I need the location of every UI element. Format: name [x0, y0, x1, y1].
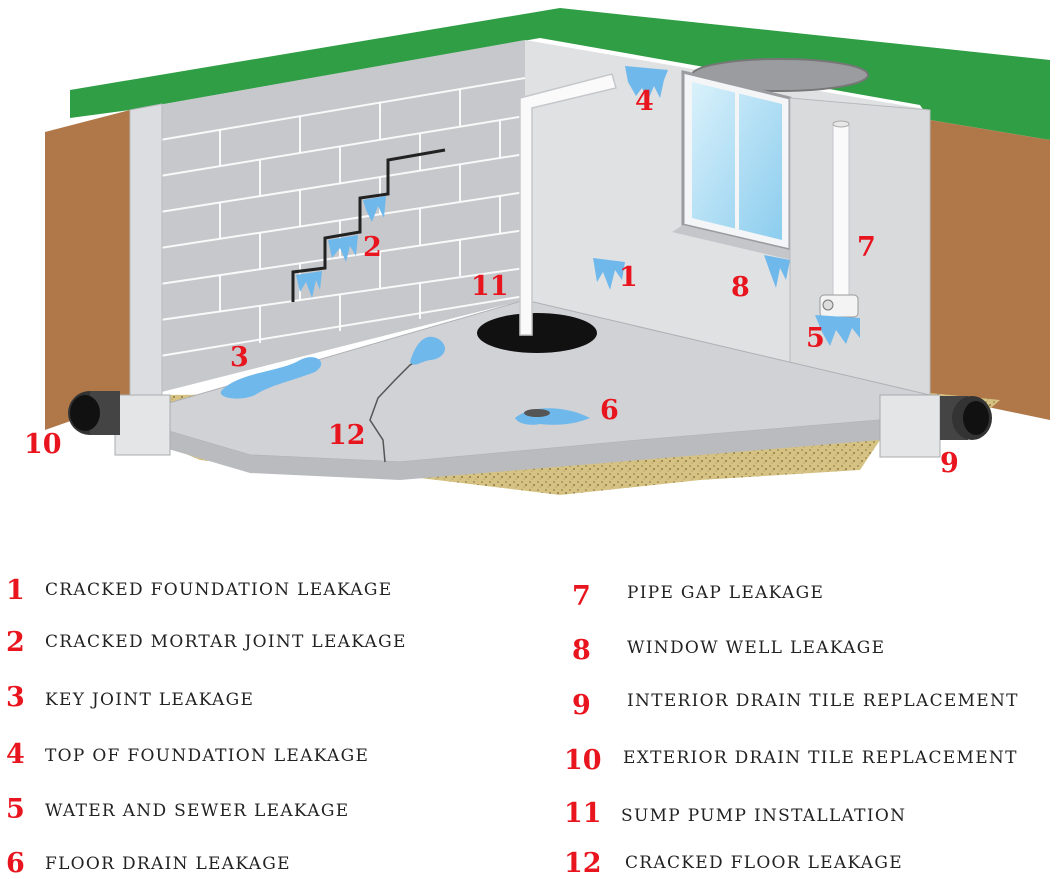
- exterior-drain-tile: [68, 391, 120, 435]
- soil-left: [45, 110, 130, 430]
- soil-right: [930, 120, 1050, 420]
- floor-crack: [369, 354, 429, 463]
- right-footing: [879, 394, 941, 458]
- marker-11: 11: [471, 271, 509, 302]
- legend-num-4: 4: [6, 739, 25, 770]
- legend-text-6: FLOOR DRAIN LEAKAGE: [45, 854, 291, 874]
- left-pillar: [129, 103, 163, 406]
- legend-text-8: WINDOW WELL LEAKAGE: [627, 638, 886, 658]
- legend-num-12: 12: [564, 848, 602, 879]
- left-footing: [114, 394, 171, 456]
- legend-text-3: KEY JOINT LEAKAGE: [45, 690, 255, 710]
- marker-10: 10: [24, 429, 62, 460]
- legend-num-5: 5: [6, 794, 25, 825]
- legend-num-1: 1: [6, 575, 25, 606]
- legend-text-10: EXTERIOR DRAIN TILE REPLACEMENT: [623, 748, 1018, 768]
- legend-num-9: 9: [572, 690, 591, 721]
- legend-num-2: 2: [6, 627, 25, 658]
- marker-6: 6: [600, 395, 619, 426]
- floor-drain: [524, 409, 550, 417]
- legend-text-1: CRACKED FOUNDATION LEAKAGE: [45, 580, 393, 600]
- legend-num-6: 6: [6, 848, 25, 879]
- marker-4: 4: [635, 86, 654, 117]
- marker-5: 5: [806, 323, 825, 354]
- legend-num-7: 7: [572, 581, 591, 612]
- marker-9: 9: [940, 448, 959, 479]
- legend-text-12: CRACKED FLOOR LEAKAGE: [625, 853, 903, 873]
- marker-8: 8: [731, 272, 750, 303]
- crack-water: [296, 196, 386, 298]
- marker-12: 12: [328, 420, 366, 451]
- interior-drain-tile: [940, 396, 992, 440]
- vent-pipe: [832, 123, 850, 301]
- legend-text-5: WATER AND SEWER LEAKAGE: [45, 801, 350, 821]
- stair-crack: [291, 148, 446, 302]
- marker-7: 7: [857, 232, 876, 263]
- sump-pipe: [519, 73, 617, 336]
- legend-text-2: CRACKED MORTAR JOINT LEAKAGE: [45, 632, 407, 652]
- legend-text-9: INTERIOR DRAIN TILE REPLACEMENT: [627, 691, 1019, 711]
- marker-3: 3: [230, 342, 249, 373]
- marker-1: 1: [619, 262, 638, 293]
- sump-pit: [477, 313, 597, 353]
- legend-num-11: 11: [564, 798, 602, 829]
- legend-text-7: PIPE GAP LEAKAGE: [627, 583, 825, 603]
- grass-surface: [70, 8, 1050, 140]
- legend-text-4: TOP OF FOUNDATION LEAKAGE: [45, 746, 370, 766]
- legend-num-8: 8: [572, 635, 591, 666]
- legend-text-11: SUMP PUMP INSTALLATION: [621, 806, 907, 826]
- legend-num-3: 3: [6, 682, 25, 713]
- legend-num-10: 10: [564, 745, 602, 776]
- marker-2: 2: [363, 232, 382, 263]
- wall-water: [593, 66, 860, 346]
- basement-cutaway-illustration: [45, 8, 1050, 495]
